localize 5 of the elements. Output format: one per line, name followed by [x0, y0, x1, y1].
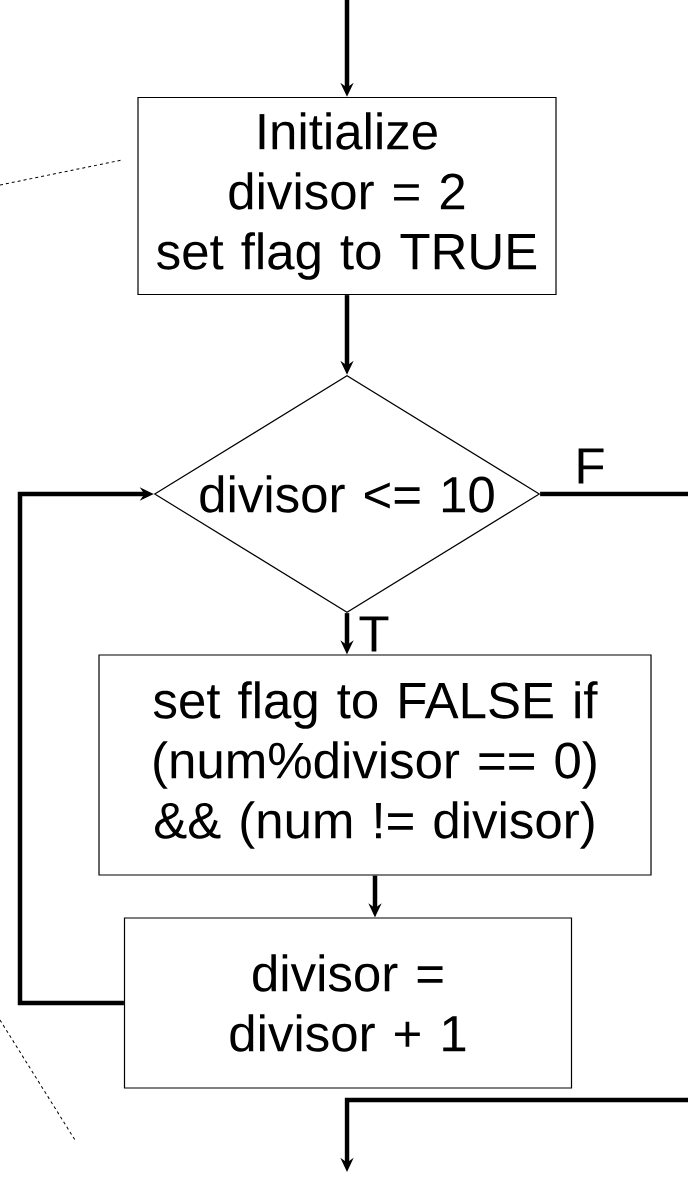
process-box: Initialize divisor = 2 set flag to TRUE: [137, 96, 557, 296]
edge-label: T: [359, 616, 389, 652]
edge-label: F: [578, 448, 604, 484]
process-box: divisor = divisor + 1: [123, 917, 573, 1089]
process-box: set flag to FALSE if (num%divisor == 0) && (num != divisor): [98, 654, 652, 876]
